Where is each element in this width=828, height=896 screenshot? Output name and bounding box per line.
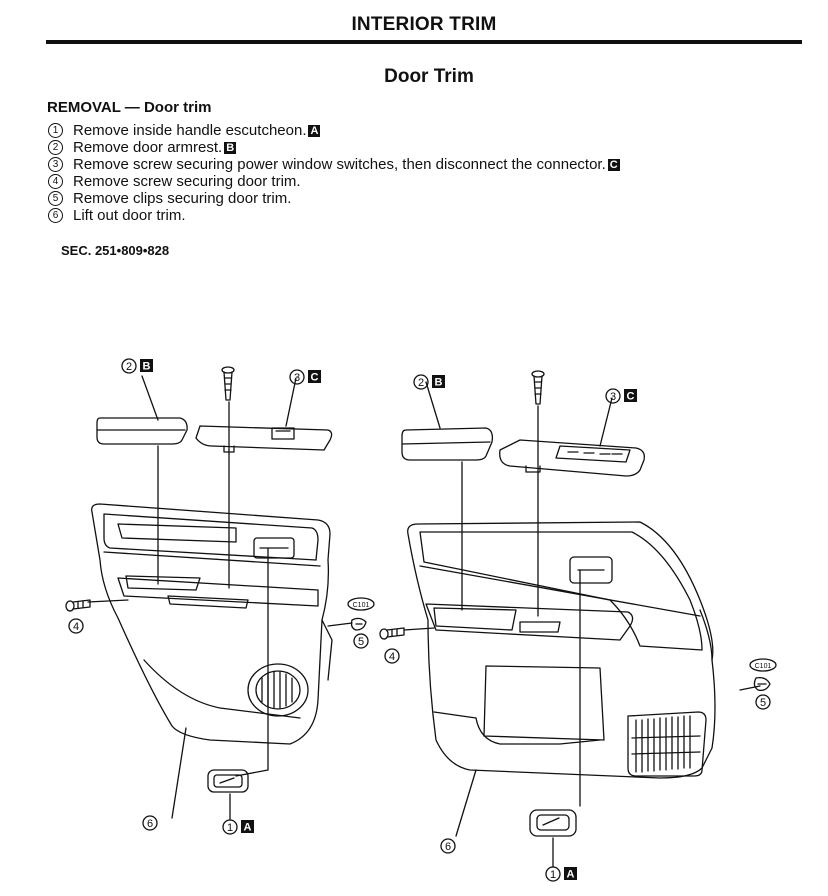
step-tag: A [308,124,321,137]
step-text: Remove screw securing power window switc… [73,156,606,173]
armrest-part [96,417,188,445]
armrest-part [401,427,494,461]
header-rule [46,40,802,44]
escutcheon-part [207,769,249,793]
section-title: Door Trim [384,66,474,87]
page-header-title: INTERIOR TRIM [351,14,497,35]
step-text: Lift out door trim. [73,207,186,224]
step-text: Remove inside handle escutcheon. [73,122,307,139]
callout-2: 2 [418,377,424,389]
rear-door-trim-panel [91,503,333,745]
sec-code: SEC. 251•809•828 [61,243,170,258]
screw-part [531,370,545,405]
callout-3: 3 [294,372,300,384]
callout-tag-a: A [567,869,575,881]
escutcheon-part [529,809,577,837]
callout-tag-c: C [311,372,319,384]
rear-door-assembly [65,366,367,819]
left-callouts: 2 B 3 C 4 C101 5 6 1 A [68,358,375,835]
screw-part [379,627,405,640]
callout-tag-b: B [143,361,151,373]
callout-tag-a: A [244,822,252,834]
callout-1: 1 [550,869,556,881]
step-number: 5 [48,191,63,206]
step-item: 2 Remove door armrest.B [48,139,620,156]
step-number: 1 [48,123,63,138]
step-text: Remove screw securing door trim. [73,173,301,190]
step-item: 1 Remove inside handle escutcheon.A [48,122,620,139]
front-door-assembly [379,370,771,837]
step-item: 5 Remove clips securing door trim. [48,190,620,207]
clip-part [350,617,367,631]
callout-2: 2 [126,361,132,373]
step-number: 4 [48,174,63,189]
callout-6: 6 [147,818,153,830]
callout-3: 3 [610,391,616,403]
right-callouts: 2 B 3 C 4 C101 5 6 1 A [384,374,777,882]
switch-panel-part [195,425,333,453]
step-item: 4 Remove screw securing door trim. [48,173,620,190]
callout-5: 5 [760,697,766,709]
callout-1: 1 [227,822,233,834]
step-number: 3 [48,157,63,172]
step-item: 3 Remove screw securing power window swit… [48,156,620,173]
step-text: Remove door armrest. [73,139,223,156]
step-tag: C [607,158,620,171]
clip-part [753,676,771,692]
callout-tag-b: B [435,377,443,389]
clip-code: C101 [353,602,370,609]
callout-4: 4 [389,651,395,663]
step-tag: B [224,141,237,154]
screw-part [221,366,235,401]
step-text: Remove clips securing door trim. [73,190,292,207]
callout-4: 4 [73,621,79,633]
step-item: 6 Lift out door trim. [48,207,620,224]
callout-6: 6 [445,841,451,853]
callout-tag-c: C [627,391,635,403]
step-number: 2 [48,140,63,155]
clip-code: C101 [755,663,772,670]
front-door-trim-panel [407,521,716,779]
removal-title: REMOVAL — Door trim [47,99,212,116]
step-number: 6 [48,208,63,223]
switch-panel-part [499,439,645,477]
callout-5: 5 [358,636,364,648]
screw-part [65,599,91,612]
